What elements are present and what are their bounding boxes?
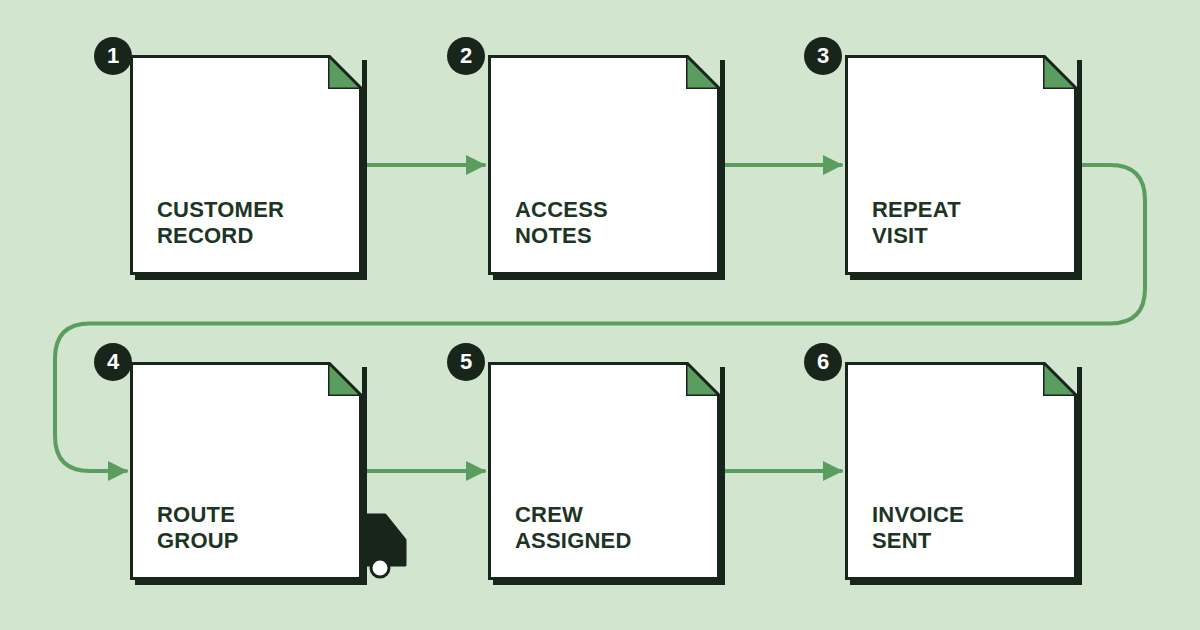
page-fold bbox=[686, 55, 720, 89]
callout-number: 3 bbox=[804, 37, 842, 75]
flow-arrow bbox=[364, 469, 484, 473]
callout-number: 2 bbox=[447, 37, 485, 75]
process-card: ROUTE GROUP bbox=[130, 362, 362, 580]
process-card: REPEAT VISIT bbox=[845, 55, 1077, 275]
process-card: CUSTOMER RECORD bbox=[130, 55, 362, 275]
page-fold bbox=[328, 362, 362, 396]
callout-number: 4 bbox=[94, 343, 132, 381]
page-fold bbox=[1043, 55, 1077, 89]
step-label: ACCESS NOTES bbox=[515, 197, 665, 248]
process-card: CREW ASSIGNED bbox=[488, 362, 720, 580]
callout-number: 6 bbox=[804, 343, 842, 381]
flow-arrow bbox=[364, 163, 484, 167]
page-fold bbox=[1043, 362, 1077, 396]
flow-arrow bbox=[722, 469, 841, 473]
step-label: REPEAT VISIT bbox=[872, 197, 1022, 248]
step-label: CUSTOMER RECORD bbox=[157, 197, 307, 248]
callout-number: 1 bbox=[94, 37, 132, 75]
page-fold bbox=[686, 362, 720, 396]
process-card: ACCESS NOTES bbox=[488, 55, 720, 275]
step-label: INVOICE SENT bbox=[872, 502, 1022, 553]
process-card: INVOICE SENT bbox=[845, 362, 1077, 580]
step-label: CREW ASSIGNED bbox=[515, 502, 665, 553]
page-fold bbox=[328, 55, 362, 89]
step-label: ROUTE GROUP bbox=[157, 502, 307, 553]
flow-arrow bbox=[722, 163, 841, 167]
callout-number: 5 bbox=[447, 343, 485, 381]
